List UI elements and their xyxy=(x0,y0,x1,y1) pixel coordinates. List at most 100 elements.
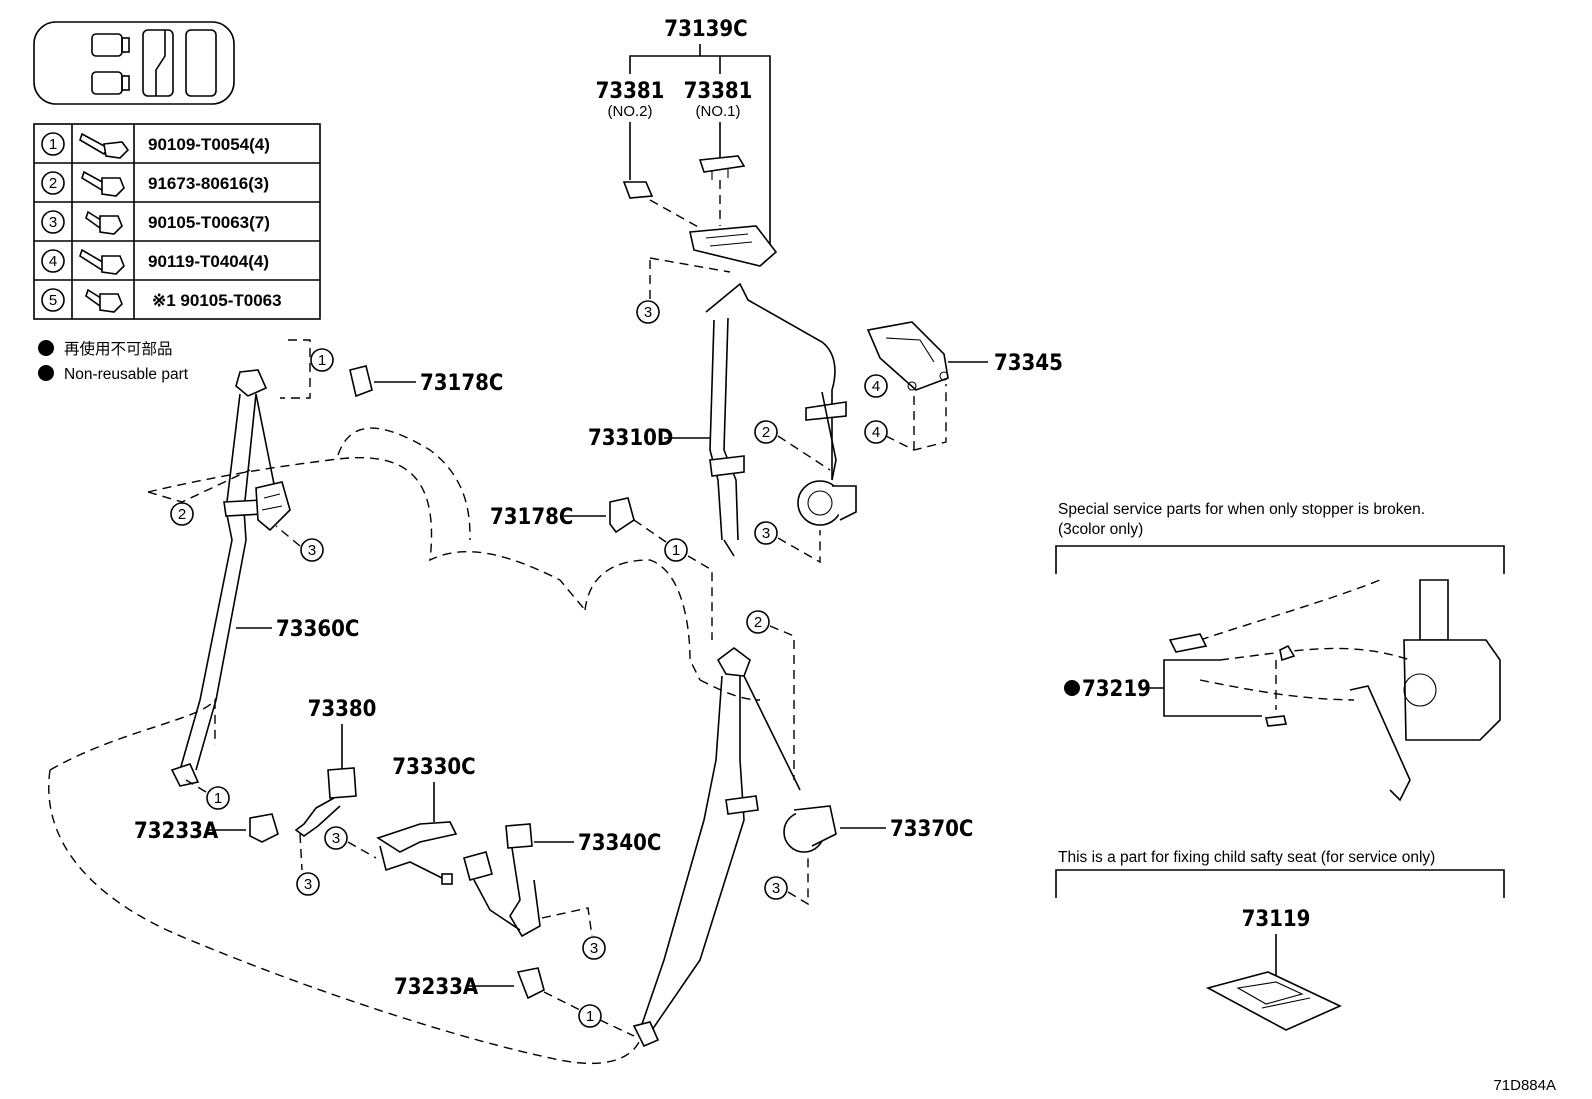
callout-1 xyxy=(310,348,334,372)
part-label-73310D: 73310D xyxy=(588,426,673,451)
callout-2 xyxy=(746,610,770,634)
callout-2 xyxy=(754,420,778,444)
non-reusable-marker-icon xyxy=(1064,680,1080,696)
row-number: 3 xyxy=(49,214,57,231)
table-row: 5 ※1 90105-T0063 xyxy=(41,288,282,313)
cap-73178C-top: 1 73178C xyxy=(280,339,503,399)
row-number: 1 xyxy=(49,136,57,153)
callout-1 xyxy=(664,538,688,562)
svg-text:4: 4 xyxy=(872,378,880,395)
svg-text:3: 3 xyxy=(308,542,316,559)
svg-text:1: 1 xyxy=(586,1008,594,1025)
callout-3 xyxy=(764,876,788,900)
part-label-73219: 73219 xyxy=(1082,677,1151,702)
bolt-part-number: 90109-T0054(4) xyxy=(148,135,270,154)
buckle-73330C: 73330C xyxy=(376,755,476,885)
anchor-cover-73233A-bottom: 73233A 1 xyxy=(394,967,635,1037)
part-label-73119: 73119 xyxy=(1242,907,1311,932)
callout-3 xyxy=(324,826,348,850)
callout-2 xyxy=(170,502,194,526)
non-reusable-marker-icon xyxy=(38,365,54,381)
svg-text:2: 2 xyxy=(178,506,186,523)
part-label-73139C: 73139C xyxy=(664,17,747,42)
bolt-icon xyxy=(79,248,125,275)
row-number: 4 xyxy=(49,253,57,270)
buckle-73340C: 73340C 3 xyxy=(463,823,661,960)
child-seat-bracket-icon xyxy=(1205,971,1342,1031)
callout-1 xyxy=(206,786,230,810)
table-row: 2 91673-80616(3) xyxy=(41,170,269,197)
belt-73370C: 2 73370C 3 xyxy=(632,610,973,1048)
diagram-id: 71D884A xyxy=(1493,1077,1556,1094)
legend: 再使用不可部品 Non-reusable part xyxy=(38,340,189,383)
buckle-73380: 73380 3 3 xyxy=(294,697,377,896)
bolt-icon xyxy=(85,288,123,313)
svg-text:1: 1 xyxy=(318,352,326,369)
callout-1 xyxy=(578,1004,602,1028)
svg-text:3: 3 xyxy=(772,880,780,897)
row-number: 5 xyxy=(49,292,57,309)
callout-3 xyxy=(300,538,324,562)
bolt-icon xyxy=(85,210,123,235)
bolt-part-number: 90105-T0063(7) xyxy=(148,213,270,232)
part-label-73330C: 73330C xyxy=(392,755,475,780)
svg-text:2: 2 xyxy=(762,424,770,441)
bolt-icon xyxy=(81,170,125,197)
bolt-part-number: ※1 90105-T0063 xyxy=(152,291,282,310)
table-row: 4 90119-T0404(4) xyxy=(41,248,269,275)
special-service-section: Special service parts for when only stop… xyxy=(1055,501,1505,802)
belt-73310D: 3 73310D 2 3 xyxy=(588,257,857,564)
callout-3 xyxy=(582,936,606,960)
part-label-73233A-bottom: 73233A xyxy=(394,975,479,1000)
row-number: 2 xyxy=(49,175,57,192)
legend-jp: 再使用不可部品 xyxy=(64,340,173,358)
svg-text:1: 1 xyxy=(672,542,680,559)
bracket-73345: 73345 4 4 xyxy=(864,321,1063,451)
non-reusable-marker-icon xyxy=(38,340,54,356)
svg-text:3: 3 xyxy=(644,304,652,321)
bolt-part-number: 91673-80616(3) xyxy=(148,174,269,193)
child-seat-section: This is a part for fixing child safty se… xyxy=(1055,849,1505,1031)
bolt-table: 1 90109-T0054(4) 2 91673-80616(3) 3 9010 xyxy=(33,123,321,320)
part-label-73345: 73345 xyxy=(994,351,1063,376)
bolt-icon xyxy=(79,132,130,159)
cap-73178C-mid: 73178C 1 xyxy=(490,497,713,640)
bolt-part-number: 90119-T0404(4) xyxy=(148,252,269,271)
callout-4 xyxy=(864,374,888,398)
part-label-73178C-top: 73178C xyxy=(420,371,503,396)
svg-text:3: 3 xyxy=(304,876,312,893)
part-label-73380: 73380 xyxy=(308,697,377,722)
callout-3 xyxy=(754,521,778,545)
retractor-icon xyxy=(783,805,837,853)
child-seat-note: This is a part for fixing child safty se… xyxy=(1058,849,1435,866)
table-row: 1 90109-T0054(4) xyxy=(41,132,270,159)
retractor-icon xyxy=(255,481,291,532)
svg-text:4: 4 xyxy=(872,424,880,441)
special-note-line1: Special service parts for when only stop… xyxy=(1058,501,1425,518)
clip-no2-icon xyxy=(622,181,654,199)
retractor-icon xyxy=(797,480,857,526)
part-label-73233A-left: 73233A xyxy=(134,819,219,844)
callout-3 xyxy=(296,872,320,896)
svg-text:1: 1 xyxy=(214,790,222,807)
part-label-73370C: 73370C xyxy=(890,817,973,842)
svg-text:2: 2 xyxy=(754,614,762,631)
part-label-73178C-mid: 73178C xyxy=(490,505,573,530)
anchor-cover-73233A-left: 73233A xyxy=(134,813,279,844)
part-label-73340C: 73340C xyxy=(578,831,661,856)
callout-3 xyxy=(636,300,660,324)
legend-en: Non-reusable part xyxy=(64,366,189,383)
callout-4 xyxy=(864,420,888,444)
table-row: 3 90105-T0063(7) xyxy=(41,210,270,235)
part-sub-no2: (NO.2) xyxy=(608,103,653,120)
part-label-73381-no1: 73381 xyxy=(684,79,753,104)
clip-no1-icon xyxy=(698,155,746,180)
part-label-73360C: 73360C xyxy=(276,617,359,642)
group-73139C: 73139C 73381 (NO.2) 73381 (NO.1) xyxy=(596,17,778,267)
belt-73360C: 2 3 73360C 1 xyxy=(147,369,359,810)
vehicle-seat-icon xyxy=(33,21,235,105)
svg-text:3: 3 xyxy=(332,830,340,847)
svg-text:3: 3 xyxy=(762,525,770,542)
cover-plate-icon xyxy=(689,225,778,267)
